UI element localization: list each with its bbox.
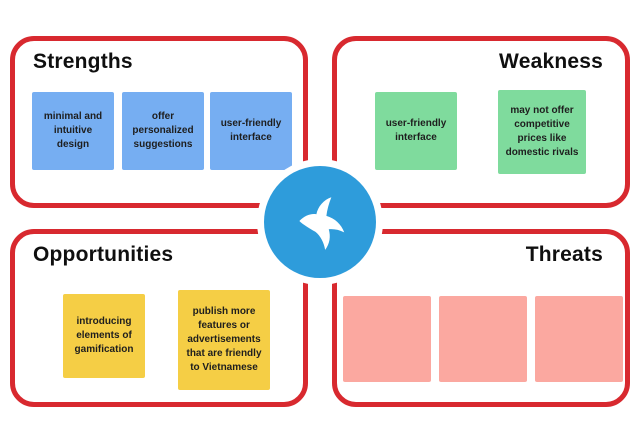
- sticky-note-opportunities-1: introducing elements of gamification: [63, 294, 145, 378]
- quadrant-title-weakness: Weakness: [499, 50, 603, 73]
- sticky-note-threats-1: [343, 296, 431, 382]
- sticky-note-strengths-2: offer personalized suggestions: [122, 92, 204, 170]
- quadrant-title-strengths: Strengths: [33, 50, 133, 73]
- quadrant-title-threats: Threats: [525, 243, 603, 266]
- sticky-note-strengths-1: minimal and intuitive design: [32, 92, 114, 170]
- quadrant-title-opportunities: Opportunities: [33, 243, 174, 266]
- quadrant-strengths: Strengths minimal and intuitive design o…: [10, 36, 308, 208]
- quadrant-threats: Threats: [332, 229, 630, 407]
- sticky-note-weakness-2: may not offer competitive prices like do…: [498, 90, 586, 174]
- sticky-note-opportunities-2: publish more features or advertisements …: [178, 290, 270, 390]
- sticky-note-strengths-3: user-friendly interface: [210, 92, 292, 170]
- sticky-note-threats-2: [439, 296, 527, 382]
- center-brand-logo: [257, 159, 383, 285]
- sticky-note-threats-3: [535, 296, 623, 382]
- bird-icon: [299, 197, 345, 250]
- quadrant-opportunities: Opportunities introducing elements of ga…: [10, 229, 308, 407]
- quadrant-weakness: Weakness user-friendly interface may not…: [332, 36, 630, 208]
- sticky-note-weakness-1: user-friendly interface: [375, 92, 457, 170]
